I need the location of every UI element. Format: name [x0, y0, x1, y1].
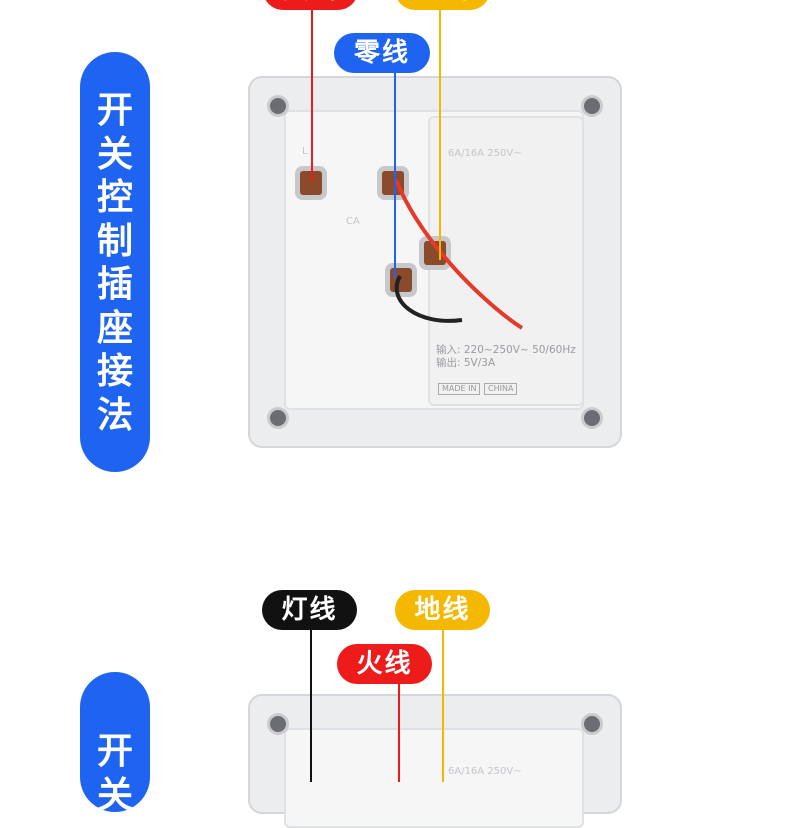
- lamp-wire: [310, 630, 312, 782]
- title-char: 开: [96, 731, 133, 772]
- section2-title-bar: 开 关: [80, 672, 150, 812]
- switch-socket-back-plate: 6A/16A 250V~ L CA 输入: 220~250V~ 50/60Hz …: [248, 76, 622, 448]
- title-char: 制: [96, 220, 133, 262]
- internal-wires: [394, 179, 524, 330]
- spec-output: 输出: 5V/3A: [436, 357, 496, 369]
- spec-input: 输入: 220~250V~ 50/60Hz: [436, 344, 576, 356]
- mounting-screw: [270, 716, 286, 732]
- rating-text-2: 6A/16A 250V~: [448, 766, 522, 777]
- live-wire-label-2: 火线: [337, 644, 432, 684]
- china-label: CHINA: [484, 383, 518, 395]
- title-char: 控: [96, 177, 133, 218]
- emboss-l: L: [302, 146, 308, 157]
- title-char: 开: [96, 90, 133, 131]
- earth-wire: [439, 10, 441, 260]
- earth-wire-label-2: 地线: [395, 590, 490, 630]
- neutral-wire-label: 零线: [334, 33, 430, 73]
- rating-text: 6A/16A 250V~: [448, 148, 522, 159]
- live-wire: [311, 10, 313, 182]
- socket-body-2: [284, 728, 584, 828]
- live-wire-2: [398, 684, 400, 782]
- title-char: 法: [96, 394, 133, 436]
- emboss-ca: CA: [346, 216, 360, 227]
- mounting-screw: [584, 410, 600, 426]
- section1-title-bar: 开 关 控 制 插 座 接 法: [80, 52, 150, 472]
- black-jumper-wire: [394, 275, 463, 323]
- mounting-screw: [584, 98, 600, 114]
- title-char: 接: [96, 351, 133, 392]
- neutral-wire: [394, 73, 396, 278]
- title-char: 插: [96, 264, 133, 305]
- title-char: 关: [96, 133, 133, 175]
- title-char: 座: [96, 307, 133, 349]
- earth-wire-2: [442, 630, 444, 782]
- made-in-label: MADE IN: [438, 383, 481, 395]
- switch-socket-back-plate-2: 6A/16A 250V~: [248, 694, 622, 828]
- mounting-screw: [270, 98, 286, 114]
- lamp-wire-label: 灯线: [262, 590, 357, 630]
- mounting-screw: [270, 410, 286, 426]
- usb-module: [428, 116, 584, 406]
- live-terminal: [300, 171, 322, 195]
- earth-wire-label: 地线: [395, 0, 490, 10]
- title-char: 关: [96, 774, 133, 813]
- mounting-screw: [584, 716, 600, 732]
- live-wire-label: 火线: [263, 0, 358, 10]
- red-jumper-wire: [394, 179, 524, 330]
